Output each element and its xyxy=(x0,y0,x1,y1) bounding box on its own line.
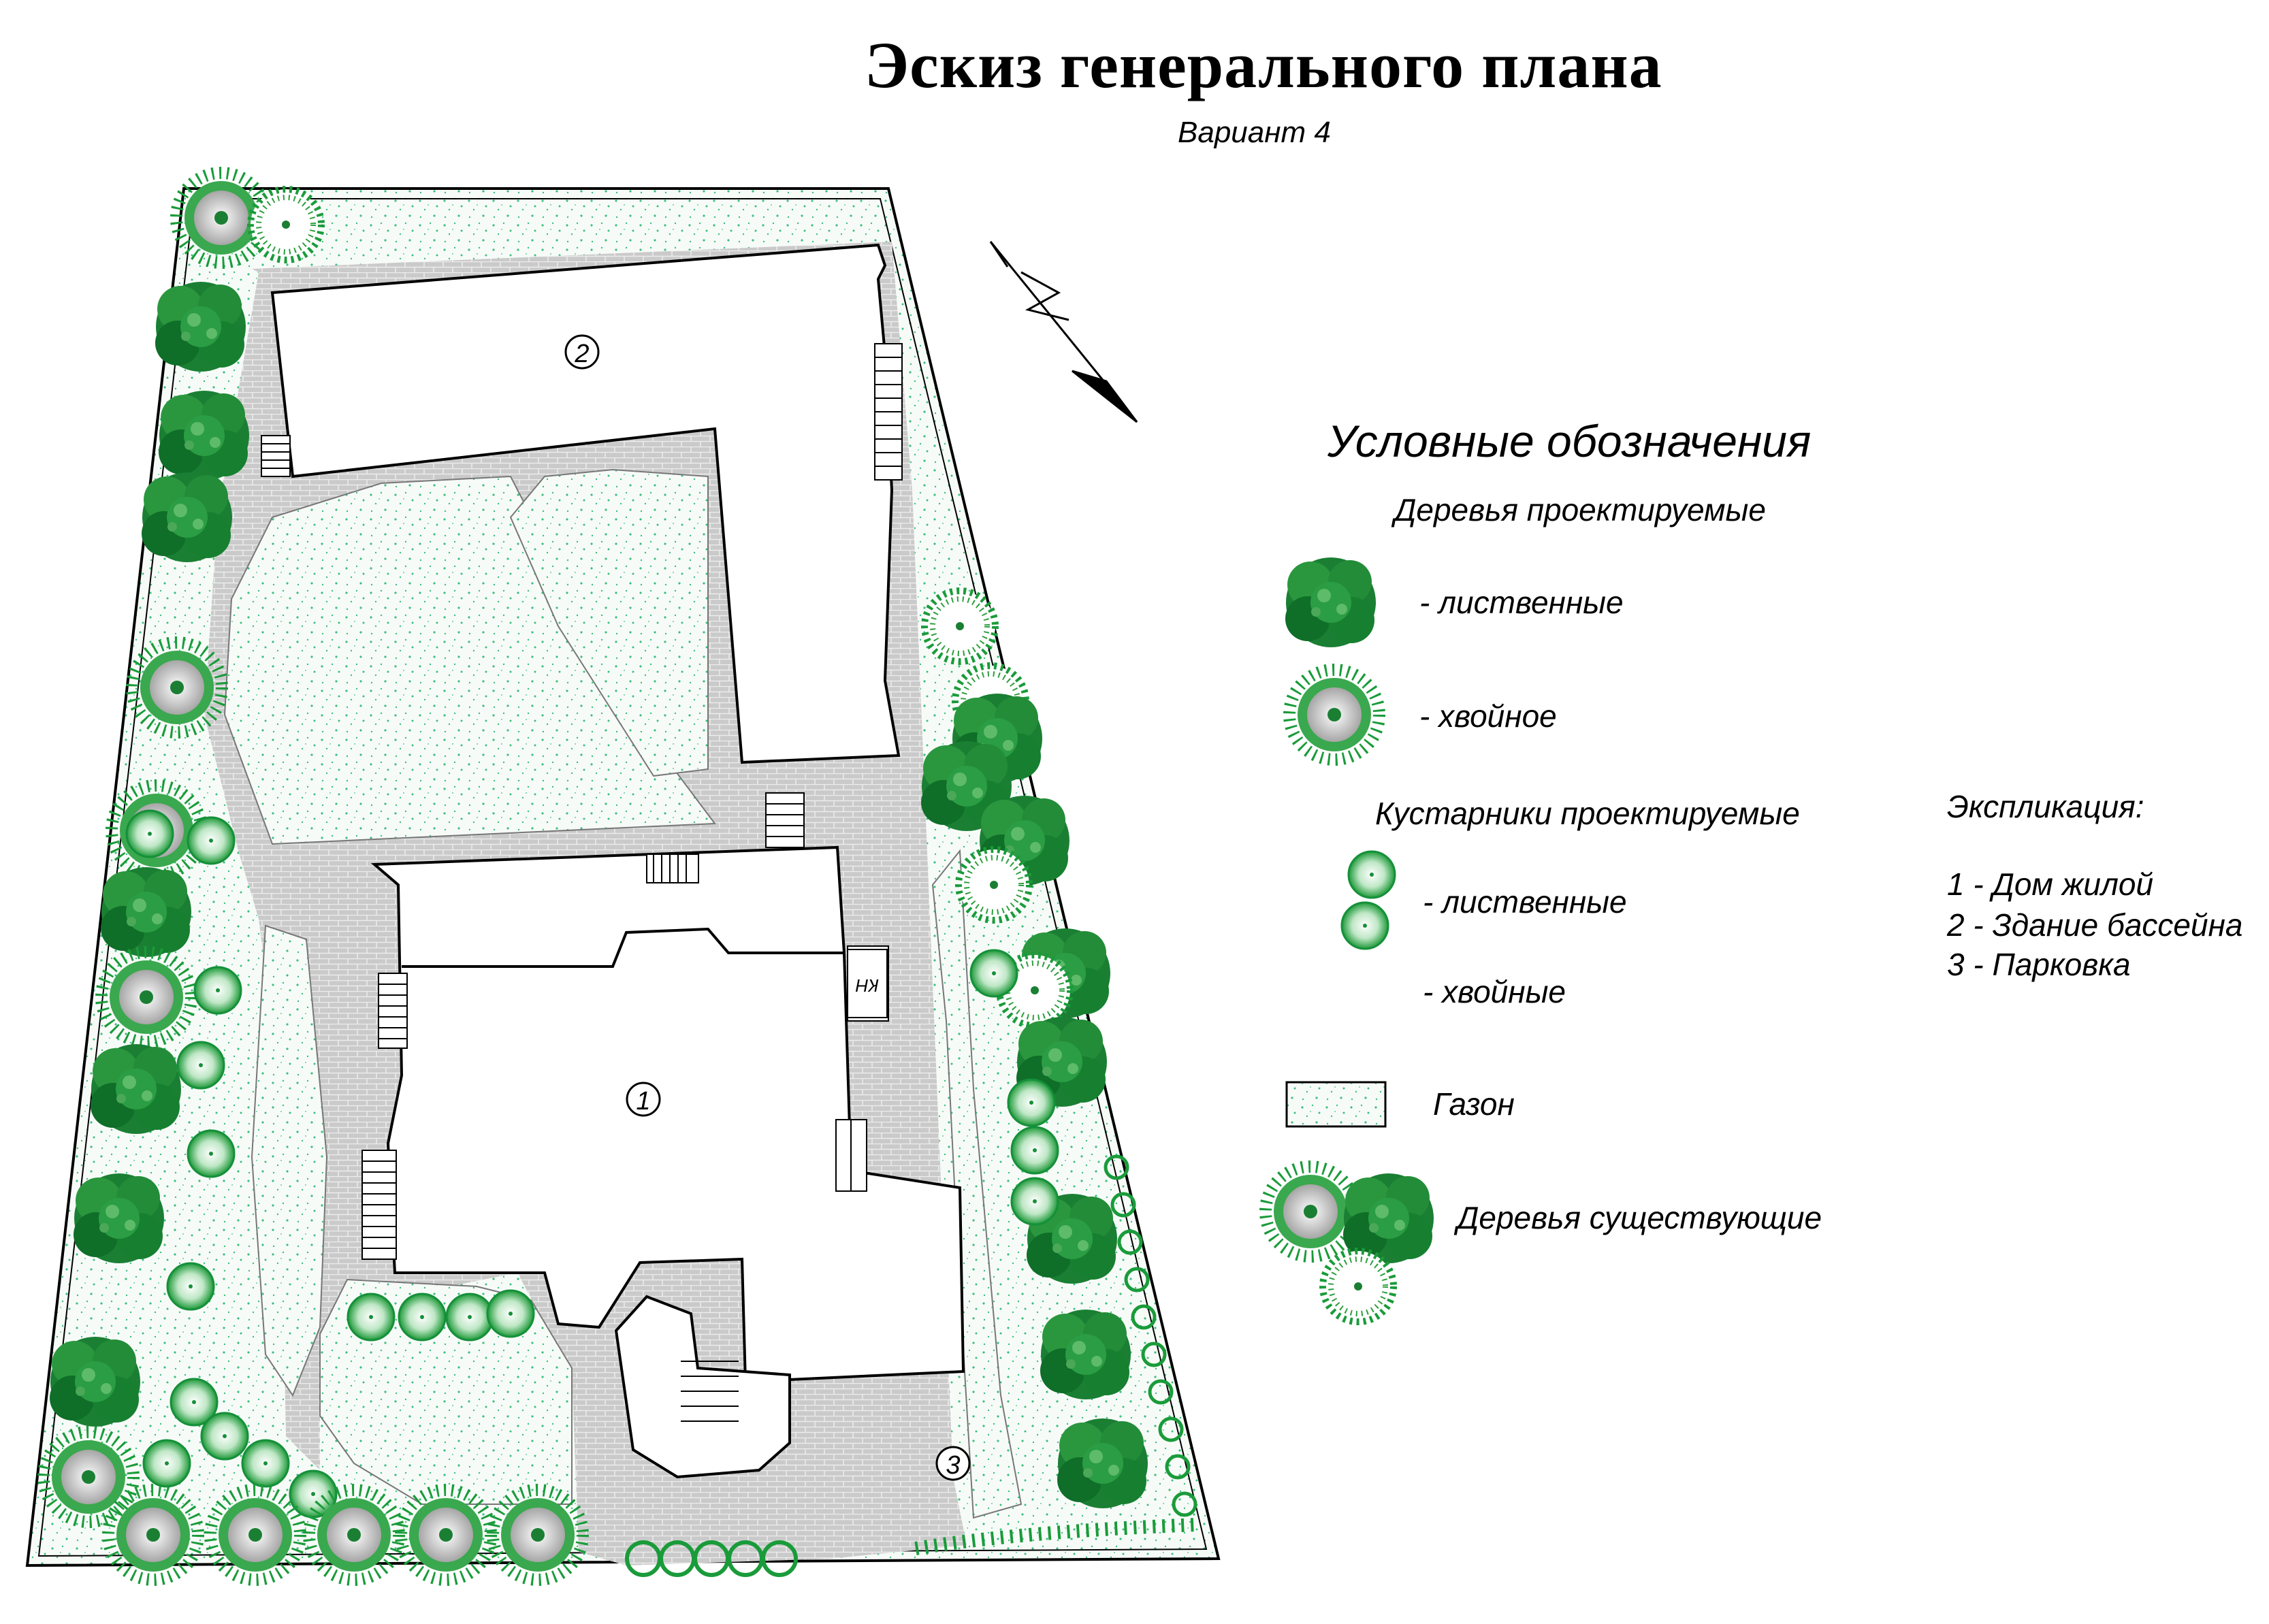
label-circle-pool xyxy=(564,334,600,370)
legend-conifer-tree-icon xyxy=(1289,670,1379,760)
legend-deciduous-shrub-label: - лиственные xyxy=(1423,884,1627,920)
legend-lawn-swatch xyxy=(1285,1081,1387,1128)
building-house xyxy=(370,845,965,1384)
lawn-island-north xyxy=(509,468,709,777)
legend-trees-planned: Деревья проектируемые xyxy=(1394,492,1766,527)
label-circle-house xyxy=(626,1082,661,1117)
house-entrance-porch xyxy=(614,1295,791,1479)
legend-deciduous-shrub-icon-small xyxy=(1340,901,1389,950)
legend-existing-trees-icon xyxy=(1266,1167,1434,1322)
site-boundary-inner xyxy=(37,198,1208,1557)
legend-lawn-label: Газон xyxy=(1433,1086,1515,1122)
label-parking: 3 xyxy=(946,1451,960,1480)
hedge-south xyxy=(625,1518,1199,1577)
building-pool xyxy=(270,243,901,764)
legend-deciduous-shrub-icon-large xyxy=(1347,850,1396,899)
legend-conifer-tree-label: - хвойное xyxy=(1419,698,1557,734)
north-arrow-icon xyxy=(989,241,1138,423)
house-roof-outline xyxy=(402,927,844,968)
lawn-strip-west xyxy=(251,924,328,1397)
room-kn-label: КН xyxy=(856,975,879,996)
page-title: Эскиз генерального плана xyxy=(865,29,1662,101)
lawn-strip-east xyxy=(931,849,1023,1519)
explication-item: 1 - Дом жилой xyxy=(1947,866,2154,902)
page-subtitle: Вариант 4 xyxy=(1178,116,1331,149)
legend-heading: Условные обозначения xyxy=(1327,416,1812,466)
legend-deciduous-tree-label: - лиственные xyxy=(1419,585,1624,620)
legend-deciduous-tree-icon xyxy=(1285,557,1376,647)
legend-shrubs-planned: Кустарники проектируемые xyxy=(1375,796,1800,831)
legend-conifer-shrub-label: - хвойные xyxy=(1423,974,1566,1009)
label-pool: 2 xyxy=(574,340,589,368)
label-circle-parking xyxy=(935,1446,971,1481)
legend-existing-trees-label: Деревья существующие xyxy=(1457,1200,1822,1235)
label-house: 1 xyxy=(636,1087,650,1116)
explication-item: 3 - Парковка xyxy=(1947,947,2131,982)
room-kn xyxy=(847,949,888,1018)
hedge-east xyxy=(1104,1154,1197,1517)
lawn-island-west xyxy=(223,475,716,845)
explication-heading: Экспликация: xyxy=(1947,789,2144,824)
pool-steps xyxy=(261,343,903,848)
explication-item: 2 - Здание бассейна xyxy=(1947,907,2243,943)
porch-steps xyxy=(681,1361,739,1422)
